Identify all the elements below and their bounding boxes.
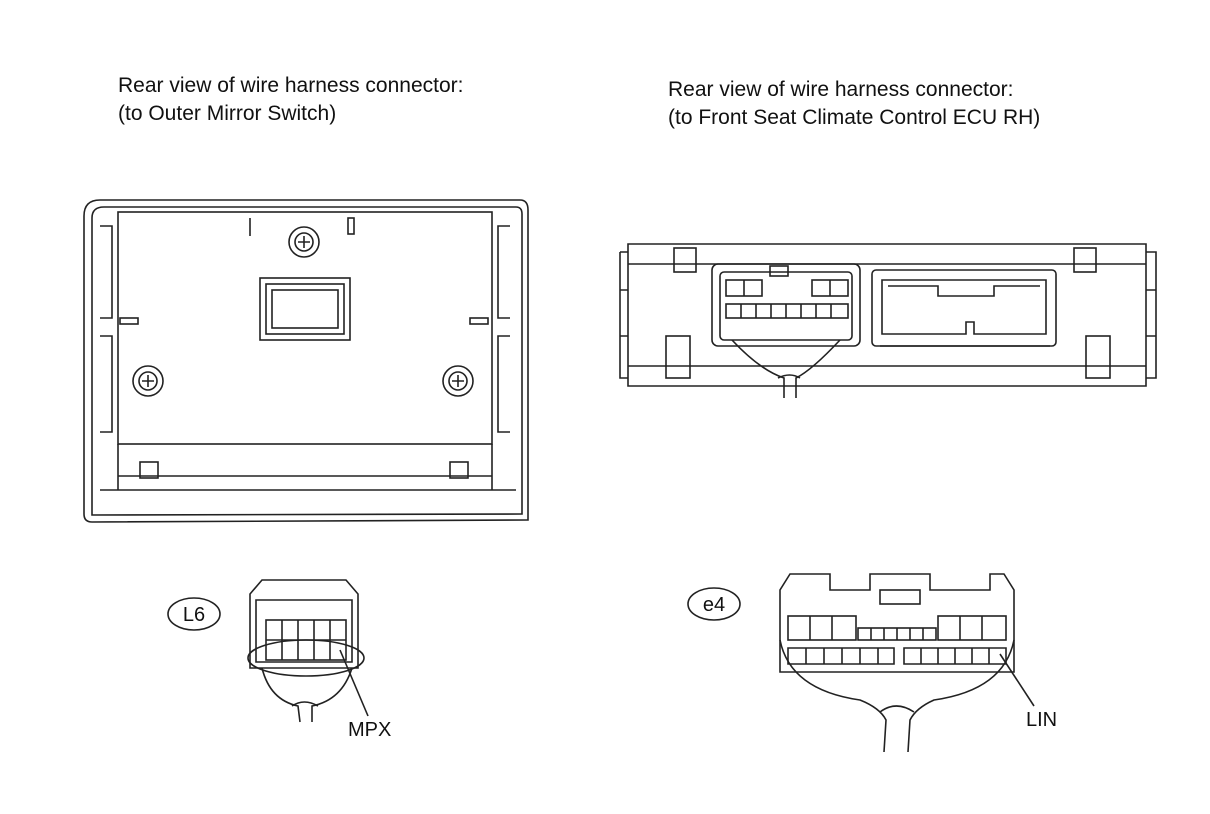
climate-control-ecu-housing bbox=[619, 243, 1157, 398]
connector-id-bubble-l6 bbox=[167, 597, 221, 631]
pin-label-mpx: MPX bbox=[348, 719, 391, 741]
pin-label-lin: LIN bbox=[1026, 709, 1057, 731]
connector-e4 bbox=[779, 573, 1035, 753]
caption-left-line2: (to Outer Mirror Switch) bbox=[118, 102, 337, 125]
caption-outer-mirror-switch: Rear view of wire harness connector: (to… bbox=[118, 72, 464, 128]
outer-mirror-switch-housing bbox=[83, 199, 529, 523]
ecu-left-socket-cavities bbox=[725, 279, 849, 319]
connector-id-e4: e4 bbox=[703, 594, 725, 616]
connector-id-l6: L6 bbox=[183, 604, 205, 626]
caption-left-line1: Rear view of wire harness connector: bbox=[118, 74, 464, 97]
connector-l6 bbox=[247, 579, 369, 723]
connector-id-bubble-e4 bbox=[687, 587, 741, 621]
caption-right-line1: Rear view of wire harness connector: bbox=[668, 78, 1014, 101]
caption-right-line2: (to Front Seat Climate Control ECU RH) bbox=[668, 106, 1041, 129]
caption-front-seat-ecu: Rear view of wire harness connector: (to… bbox=[668, 76, 1040, 132]
